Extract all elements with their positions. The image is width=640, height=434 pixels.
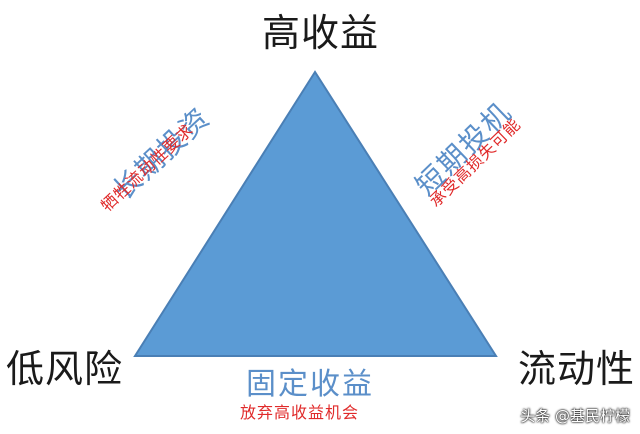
triangle-shape: [133, 70, 498, 357]
bottom-side-title: 固定收益: [246, 367, 374, 402]
watermark-text: 头条 @基民柠檬: [520, 407, 630, 425]
corner-top-label: 高收益: [262, 11, 380, 55]
bottom-side-subtitle: 放弃高收益机会: [240, 403, 360, 422]
corner-bottom-right-label: 流动性: [518, 347, 636, 391]
corner-bottom-left-label: 低风险: [6, 347, 124, 391]
